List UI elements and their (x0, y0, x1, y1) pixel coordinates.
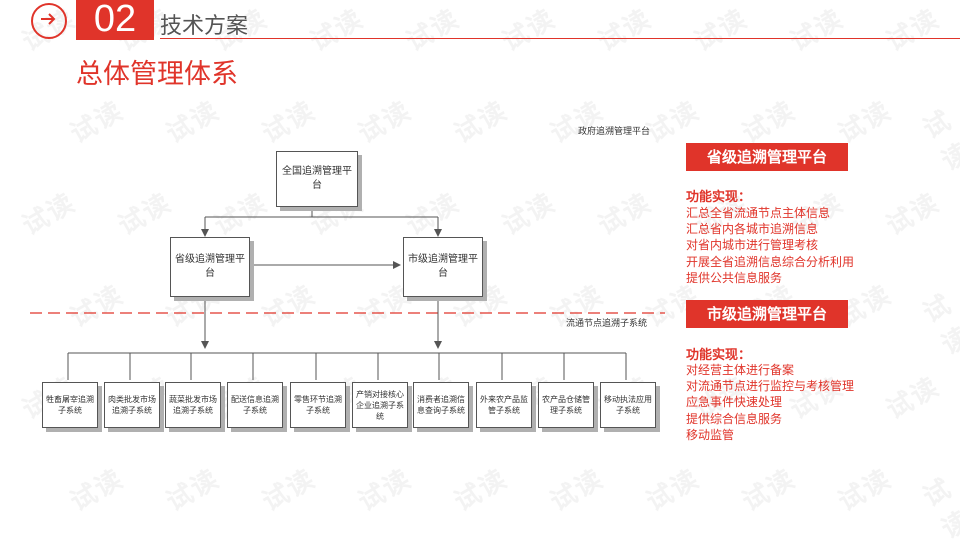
function-item: 对流通节点进行监控与考核管理 (686, 379, 855, 394)
subsystem-box: 配送信息追溯子系统 (227, 382, 283, 428)
function-item: 提供公共信息服务 (686, 270, 783, 285)
watermark-text: 试读 (545, 463, 610, 518)
watermark-text: 试读 (881, 3, 946, 58)
subsystem-label: 产销对接核心企业追溯子系统 (356, 389, 404, 421)
watermark-text: 试读 (305, 3, 370, 58)
section-number-block (76, 0, 154, 40)
municipal-functions-heading: 功能实现： (686, 348, 752, 363)
watermark-text: 试读 (785, 3, 850, 58)
function-item: 提供综合信息服务 (686, 411, 783, 426)
watermark-text: 试读 (497, 3, 562, 58)
watermark-text: 试读 (401, 3, 466, 58)
watermark-text: 试读 (161, 463, 226, 518)
section-circle-icon (31, 3, 67, 39)
subsystem-box: 外来农产品监管子系统 (476, 382, 532, 428)
node-zone-label: 流通节点追溯子系统 (566, 319, 648, 329)
watermark-text: 试读 (918, 473, 960, 546)
subsystem-box: 消费者追溯信息查询子系统 (413, 382, 469, 428)
watermark-text: 试读 (353, 463, 418, 518)
provincial-platform-title: 省级追溯管理平台 (686, 143, 848, 171)
provincial-functions-list: 汇总全省流通节点主体信息 汇总省内各城市追溯信息 对省内城市进行管理考核 开展全… (686, 205, 854, 286)
subsystem-label: 零售环节追溯子系统 (294, 395, 342, 415)
watermark-text: 试读 (449, 463, 514, 518)
header-divider (160, 38, 960, 39)
function-item: 汇总省内各城市追溯信息 (686, 222, 819, 237)
government-zone-label: 政府追溯管理平台 (578, 127, 651, 137)
watermark-text: 试读 (689, 3, 754, 58)
municipal-platform-title: 市级追溯管理平台 (686, 300, 848, 328)
watermark-text: 试读 (641, 463, 706, 518)
watermark-text: 试读 (833, 463, 898, 518)
function-item: 移动监管 (686, 427, 735, 442)
subsystem-label: 移动执法应用子系统 (604, 395, 652, 415)
function-item: 对经营主体进行备案 (686, 363, 795, 377)
provincial-platform-label: 省级追溯管理平台 (175, 254, 245, 279)
watermark-text: 试读 (881, 371, 946, 426)
subsystem-box: 农产品仓储管理子系统 (538, 382, 594, 428)
watermark-text: 试读 (593, 3, 658, 58)
function-item: 对省内城市进行管理考核 (686, 238, 819, 253)
subsystem-label: 消费者追溯信息查询子系统 (417, 395, 465, 415)
watermark-text: 试读 (257, 463, 322, 518)
municipal-functions-list: 对经营主体进行备案 对流通节点进行监控与考核管理 应急事件快速处理 提供综合信息… (686, 362, 854, 443)
watermark-text: 试读 (833, 95, 898, 150)
subsystem-box: 移动执法应用子系统 (600, 382, 656, 428)
provincial-platform-box: 省级追溯管理平台 (170, 237, 250, 297)
provincial-functions-heading: 功能实现： (686, 190, 752, 205)
watermark-text: 试读 (737, 95, 802, 150)
watermark-text: 试读 (918, 105, 960, 178)
management-system-diagram: 政府追溯管理平台 流通节点追溯子系统 全国追溯管理平台 省级追溯管理平台 市级追… (0, 110, 680, 450)
subsystem-label: 肉类批发市场追溯子系统 (108, 395, 156, 415)
subsystem-box: 零售环节追溯子系统 (290, 382, 346, 428)
national-platform-box: 全国追溯管理平台 (276, 151, 358, 207)
function-item: 开展全省追溯信息综合分析利用 (686, 254, 855, 269)
municipal-platform-label: 市级追溯管理平台 (408, 254, 478, 279)
subsystem-box: 蔬菜批发市场追溯子系统 (165, 382, 221, 428)
subsystem-label: 配送信息追溯子系统 (231, 395, 279, 415)
subsystem-label: 牲畜屠宰追溯子系统 (46, 395, 94, 415)
municipal-platform-box: 市级追溯管理平台 (403, 237, 483, 297)
function-item: 汇总全省流通节点主体信息 (686, 206, 831, 220)
watermark-text: 试读 (65, 463, 130, 518)
subsystem-box: 肉类批发市场追溯子系统 (104, 382, 160, 428)
section-number: 02 (93, 0, 137, 40)
subsystem-box: 牲畜屠宰追溯子系统 (42, 382, 98, 428)
watermark-text: 试读 (737, 463, 802, 518)
function-item: 应急事件快速处理 (686, 395, 783, 410)
subsystem-label: 蔬菜批发市场追溯子系统 (169, 395, 217, 415)
diagram-connectors (30, 205, 665, 380)
subsystem-label: 农产品仓储管理子系统 (542, 395, 590, 415)
national-platform-label: 全国追溯管理平台 (282, 166, 352, 191)
section-title: 技术方案 (160, 14, 249, 39)
watermark-text: 试读 (918, 289, 960, 362)
subsystem-label: 外来农产品监管子系统 (480, 395, 528, 415)
page-title: 总体管理体系 (76, 59, 238, 90)
watermark-text: 试读 (881, 187, 946, 242)
arrow-right-icon (41, 13, 56, 25)
subsystem-box: 产销对接核心企业追溯子系统 (352, 382, 408, 428)
